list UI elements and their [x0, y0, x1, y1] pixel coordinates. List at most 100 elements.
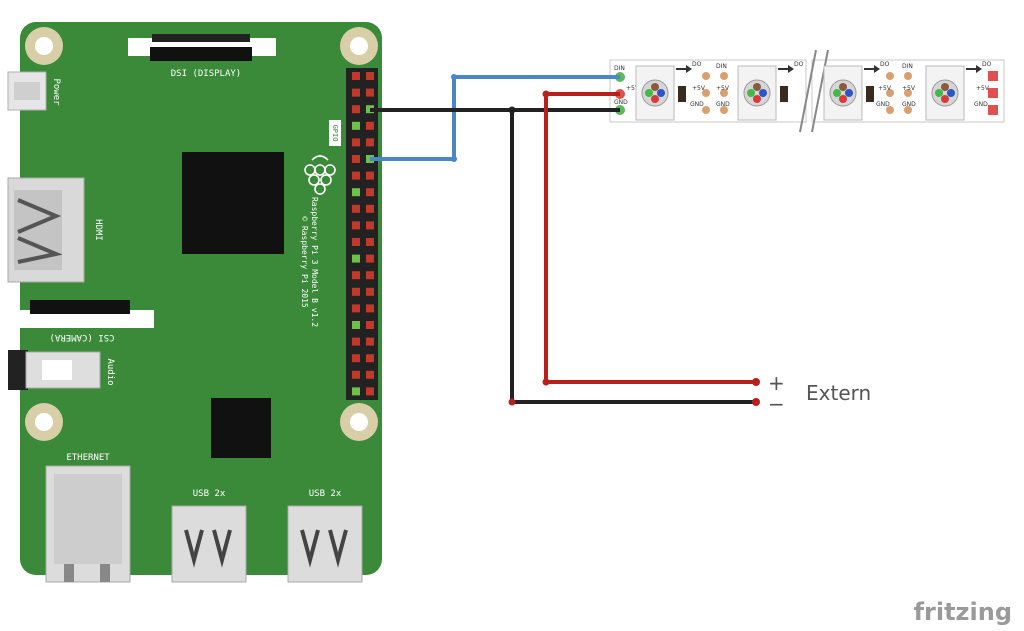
usb-left-label: USB 2x: [193, 489, 226, 499]
power-wire: [544, 92, 756, 384]
power-connector: [7, 71, 47, 111]
cpu-chip: [182, 152, 284, 254]
led-strip: DIN +5V GND: [609, 49, 1005, 133]
lan-chip: [211, 398, 271, 458]
raspberry-pi-board: DSI (DISPLAY) Power HDMI CSI (CAMERA) Au…: [7, 22, 382, 583]
mounting-holes: [25, 27, 378, 441]
csi-label: CSI (CAMERA): [49, 332, 114, 342]
gpio-pin: [366, 72, 374, 80]
gpio-pin: [366, 138, 374, 147]
cut-pads-1: [702, 72, 728, 114]
pad-do-4: DO: [982, 61, 992, 68]
pad-do-2: DO: [794, 61, 804, 68]
ground-wire-extern: [510, 110, 756, 404]
gpio-pin: [352, 370, 360, 379]
gpio-pin: [352, 304, 360, 313]
pad-5v-1b: +5V: [716, 85, 730, 92]
resistor-2: [780, 86, 788, 102]
gpio-pin: [352, 204, 360, 213]
external-supply: + − Extern: [768, 371, 871, 416]
pad-5v-1a: +5V: [692, 85, 706, 92]
gpio-pin: [352, 171, 360, 180]
gpio-pin: [352, 188, 360, 197]
gpio-pin: [352, 138, 360, 147]
pad-5v-3b: +5V: [902, 85, 916, 92]
gpio-pin: [352, 221, 360, 230]
led-4: [925, 65, 965, 121]
dsi-connector: [128, 34, 276, 61]
gpio-pin: [352, 354, 360, 363]
usb-port-right: [287, 505, 363, 583]
gpio-pin: [366, 171, 374, 180]
gpio-pin: [366, 254, 374, 263]
gpio-pin: [366, 88, 374, 97]
ethernet-port: [45, 465, 131, 583]
board-pcb: [20, 22, 382, 575]
usb-port-left: [171, 505, 247, 583]
fritzing-logo: fritzing: [914, 598, 1012, 626]
pad-din-1: DIN: [716, 63, 727, 70]
resistor-3: [866, 86, 874, 102]
strip-break-mark: [799, 49, 817, 133]
end-pads: [988, 71, 998, 115]
model-line2: © Raspberry Pi 2015: [300, 216, 309, 308]
gpio-pin: [352, 287, 360, 296]
pad-gnd-1b: GND: [716, 101, 730, 108]
pad-5v-3a: +5V: [878, 85, 892, 92]
ethernet-label: ETHERNET: [66, 453, 110, 463]
raspberry-logo-icon: [304, 155, 336, 195]
direction-arrows: [676, 65, 982, 73]
wires: [370, 75, 756, 404]
pad-gnd-3a: GND: [876, 101, 890, 108]
pad-gnd-3b: GND: [902, 101, 916, 108]
gpio-pin: [366, 304, 374, 313]
gpio-pin: [352, 254, 360, 263]
gpio-pin: [366, 188, 374, 197]
gpio-pin: [352, 88, 360, 97]
pad-gnd-1a: GND: [690, 101, 704, 108]
gpio-pin: [366, 121, 374, 130]
gpio-pin: [366, 370, 374, 379]
gpio-pin: [366, 204, 374, 213]
strip-pin-din: DIN: [614, 65, 625, 72]
usb-right-label: USB 2x: [309, 489, 342, 499]
led-1: [635, 65, 675, 121]
model-line1: Raspberry Pi 3 Model B v1.2: [310, 197, 319, 327]
pad-do-3: DO: [880, 61, 890, 68]
extern-minus: −: [768, 392, 785, 416]
pad-5v-4: +5V: [976, 85, 990, 92]
gpio-pin: [352, 155, 360, 163]
resistor-1: [678, 86, 686, 102]
gpio-pin: [352, 238, 360, 246]
gpio-header: [346, 68, 378, 400]
gpio-pin: [366, 337, 374, 346]
wire-joints: [451, 74, 760, 406]
extern-label: Extern: [806, 381, 871, 405]
gpio-pin: [366, 321, 374, 329]
strip-pin-gnd: GND: [614, 99, 628, 106]
pad-do-1: DO: [692, 61, 702, 68]
hdmi-label: HDMI: [93, 219, 103, 241]
gpio-pin: [366, 221, 374, 230]
gpio-pin: [366, 354, 374, 363]
gpio-pin: [366, 387, 374, 396]
led-2: [737, 65, 777, 121]
data-wire: [370, 75, 620, 161]
gpio-pin: [366, 287, 374, 296]
gpio-pin: [352, 121, 360, 130]
gpio-pin: [352, 271, 360, 280]
gpio-label: GPIO: [331, 125, 339, 142]
extern-plus: +: [768, 371, 785, 395]
gpio-pin: [352, 72, 360, 80]
audio-label: Audio: [105, 358, 115, 385]
gpio-pin: [352, 105, 360, 114]
hdmi-connector: [7, 177, 85, 283]
cut-pads-2: [886, 72, 912, 114]
gpio-pin: [352, 321, 360, 329]
led-3: [823, 65, 863, 121]
power-label: Power: [51, 78, 61, 106]
audio-jack: [8, 350, 101, 390]
gpio-pin: [366, 271, 374, 280]
dsi-label: DSI (DISPLAY): [171, 69, 241, 79]
